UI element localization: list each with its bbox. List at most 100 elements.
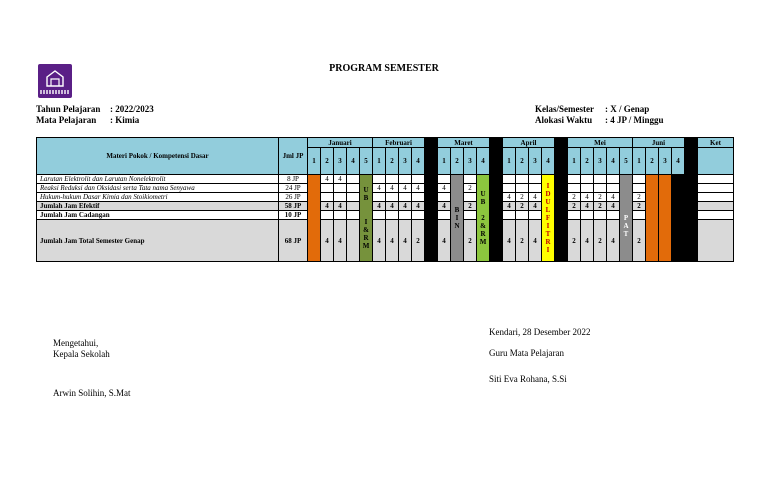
cell <box>346 210 360 220</box>
cell <box>502 210 516 220</box>
cell: 4 <box>502 201 516 211</box>
cell <box>398 210 412 220</box>
cell <box>515 174 529 184</box>
cell: 4 <box>372 219 386 262</box>
week: 1 <box>437 147 451 175</box>
materi-cell: Hukum-hukum Dasar Kimia dan Stoikiometri <box>36 192 279 202</box>
cell <box>515 183 529 193</box>
cell <box>346 201 360 211</box>
cell: 2 <box>593 192 607 202</box>
cell <box>437 210 451 220</box>
ket-cell <box>697 201 734 211</box>
separator <box>489 137 503 148</box>
cell <box>372 174 386 184</box>
building-icon <box>46 70 64 87</box>
cell <box>346 183 360 193</box>
separator <box>424 174 438 262</box>
week: 1 <box>632 147 646 175</box>
guru-name: Siti Eva Rohana, S.Si <box>489 374 567 384</box>
week: 2 <box>515 147 529 175</box>
ket-cell <box>697 183 734 193</box>
info-left: Tahun Pelajaran: 2022/2023 Mata Pelajara… <box>36 104 154 126</box>
program-semester-table: Materi Pokok / Kompetensi Dasar Jml JP J… <box>36 137 734 262</box>
cell: 4 <box>580 192 594 202</box>
cell <box>502 183 516 193</box>
cell: 2 <box>632 192 646 202</box>
cell: 4 <box>502 192 516 202</box>
cell <box>515 210 529 220</box>
separator <box>424 147 438 175</box>
materi-cell: Jumlah Jam Cadangan <box>36 210 279 220</box>
cell <box>593 210 607 220</box>
week: 4 <box>411 147 425 175</box>
cell: 4 <box>580 219 594 262</box>
header-ket: Ket <box>697 137 734 148</box>
kelas-value: : X / Genap <box>605 104 650 114</box>
cell <box>593 174 607 184</box>
week: 2 <box>450 147 464 175</box>
cell: 2 <box>515 201 529 211</box>
logo-caption <box>40 90 70 94</box>
materi-cell: Jumlah Jam Total Semester Genap <box>36 219 279 262</box>
cell <box>463 210 477 220</box>
cell: 4 <box>398 201 412 211</box>
separator <box>489 174 503 262</box>
cell <box>320 192 334 202</box>
separator <box>554 137 568 148</box>
cell <box>385 174 399 184</box>
week: 4 <box>541 147 555 175</box>
cell: 2 <box>515 219 529 262</box>
month-april: April <box>502 137 555 148</box>
materi-cell: Larutan Elektrolit dan Larutan Nonelektr… <box>36 174 279 184</box>
cell <box>528 183 542 193</box>
alokasi-value: : 4 JP / Minggu <box>605 115 664 125</box>
cell <box>502 174 516 184</box>
cell: 4 <box>333 174 347 184</box>
signature-right: Kendari, 28 Desember 2022 Guru Mata Pela… <box>489 327 590 385</box>
cell <box>411 174 425 184</box>
cell <box>411 192 425 202</box>
guru-role: Guru Mata Pelajaran <box>489 348 564 358</box>
cell <box>320 183 334 193</box>
cell <box>580 174 594 184</box>
cell <box>632 210 646 220</box>
week: 3 <box>463 147 477 175</box>
separator <box>554 147 568 175</box>
table-row: Jumlah Jam Cadangan 10 JP <box>36 210 734 220</box>
cell <box>567 183 581 193</box>
separator <box>671 174 685 262</box>
separator <box>424 137 438 148</box>
cell <box>528 174 542 184</box>
cell: 2 <box>463 183 477 193</box>
cell: 4 <box>385 183 399 193</box>
cell <box>333 183 347 193</box>
kepala-sekolah-name: Arwin Solihin, S.Mat <box>53 388 131 398</box>
cell: 4 <box>372 183 386 193</box>
header-jml-jp: Jml JP <box>278 137 308 175</box>
cell <box>385 210 399 220</box>
cell: 4 <box>528 219 542 262</box>
cell <box>606 210 620 220</box>
week: 3 <box>528 147 542 175</box>
month-mei: Mei <box>567 137 633 148</box>
jp-cell: 10 JP <box>278 210 308 220</box>
cell <box>437 192 451 202</box>
cell: 4 <box>320 219 334 262</box>
ket-cell <box>697 219 734 262</box>
cell: 2 <box>463 201 477 211</box>
kelas-label: Kelas/Semester <box>535 104 594 114</box>
cell: 2 <box>567 201 581 211</box>
tahun-value: : 2022/2023 <box>110 104 154 114</box>
separator <box>684 147 698 175</box>
month-februari: Februari <box>372 137 425 148</box>
jp-cell: 8 JP <box>278 174 308 184</box>
separator <box>489 147 503 175</box>
jp-cell: 58 JP <box>278 201 308 211</box>
week: 3 <box>398 147 412 175</box>
cell <box>398 192 412 202</box>
cell <box>528 210 542 220</box>
cell: 4 <box>580 201 594 211</box>
